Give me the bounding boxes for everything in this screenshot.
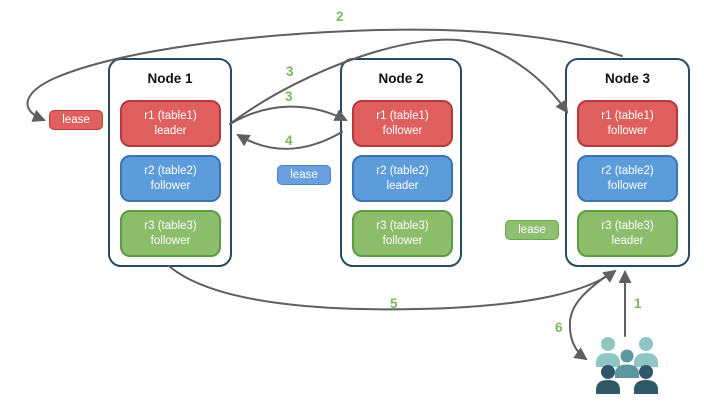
arrow-step3-node1-to-node2	[229, 105, 348, 125]
node-2-container: Node 2 r1 (table1) follower r2 (table2) …	[340, 58, 462, 267]
step-label-6: 6	[555, 320, 563, 335]
replica-role: follower	[607, 124, 648, 137]
replica-role: follower	[607, 179, 648, 192]
replica-name: r2 (table2)	[376, 164, 429, 177]
node-3-title: Node 3	[604, 71, 650, 86]
node-2-title: Node 2	[378, 71, 424, 86]
replica-role: follower	[382, 124, 423, 137]
node-1-container: Node 1 r1 (table1) leader r2 (table2) fo…	[108, 58, 232, 267]
node-3-replica-r2: r2 (table2) follower	[577, 155, 678, 202]
replica-name: r1 (table1)	[601, 109, 654, 122]
node-2-replica-r1: r1 (table1) follower	[352, 100, 453, 147]
replica-name: r2 (table2)	[601, 164, 654, 177]
node-1-replica-r1: r1 (table1) leader	[120, 100, 221, 147]
step-label-3-lower: 3	[285, 89, 293, 104]
lease-badge-table2: lease	[277, 165, 331, 185]
step-label-5: 5	[390, 296, 398, 311]
node-1-title: Node 1	[147, 71, 193, 86]
replica-role: leader	[611, 234, 644, 247]
replica-name: r3 (table3)	[144, 219, 197, 232]
node-1-replica-r2: r2 (table2) follower	[120, 155, 221, 202]
replica-name: r3 (table3)	[376, 219, 429, 232]
replica-name: r2 (table2)	[144, 164, 197, 177]
replica-role: leader	[154, 124, 187, 137]
replica-role: follower	[150, 179, 191, 192]
replica-name: r3 (table3)	[601, 219, 654, 232]
node-3-container: Node 3 r1 (table1) follower r2 (table2) …	[565, 58, 690, 267]
node-2-replica-r2: r2 (table2) leader	[352, 155, 453, 202]
users-group-icon	[596, 337, 658, 394]
lease-badge-table1: lease	[49, 110, 103, 130]
step-label-3-upper: 3	[286, 64, 294, 79]
replica-role: follower	[150, 234, 191, 247]
step-label-4: 4	[285, 133, 293, 148]
node-1-replica-r3: r3 (table3) follower	[120, 210, 221, 257]
node-3-replica-r3: r3 (table3) leader	[577, 210, 678, 257]
node-3-replica-r1: r1 (table1) follower	[577, 100, 678, 147]
lease-badge-table3: lease	[505, 220, 559, 240]
step-label-1: 1	[634, 296, 642, 311]
step-label-2: 2	[336, 9, 344, 24]
replica-name: r1 (table1)	[376, 109, 429, 122]
replica-role: leader	[386, 179, 419, 192]
replica-name: r1 (table1)	[144, 109, 197, 122]
node-2-replica-r3: r3 (table3) follower	[352, 210, 453, 257]
replica-role: follower	[382, 234, 423, 247]
